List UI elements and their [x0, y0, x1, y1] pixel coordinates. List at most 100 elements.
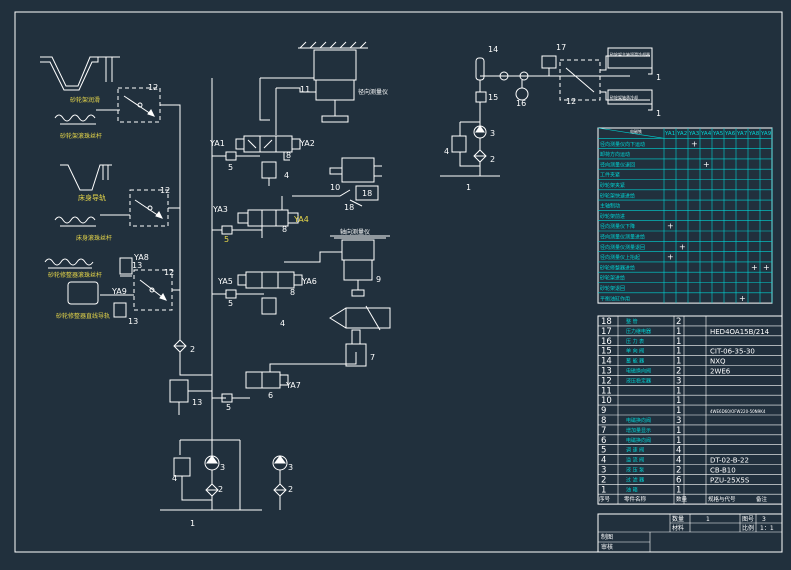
- action-row-label: 径向测量仪向下运动: [600, 141, 645, 148]
- parts-qty: 1: [676, 485, 681, 495]
- num-17: 17: [556, 43, 566, 52]
- num-12c: 12: [164, 268, 174, 277]
- action-row-label: 径向测量仪上抬起: [600, 254, 640, 261]
- action-row-label: 径向测量仪测量退回: [600, 244, 645, 251]
- label-bed-rail: 床身导轨: [78, 193, 106, 202]
- label-ya7: YA7: [285, 381, 301, 390]
- num-13b: 13: [128, 317, 138, 326]
- num-18b: 18: [344, 203, 354, 212]
- parts-qty: 1: [676, 327, 681, 337]
- label-ya1: YA1: [209, 139, 225, 148]
- parts-no: 8: [601, 416, 606, 426]
- num-10: 10: [330, 183, 340, 192]
- parts-name: 调 速 阀: [626, 447, 644, 454]
- screw-symbol-1: [54, 114, 96, 122]
- tb-checker-label: 审核: [601, 543, 613, 551]
- parts-header: 零件名称: [624, 495, 647, 503]
- parts-header: 备注: [756, 495, 768, 503]
- lube-box-bottom: [607, 89, 653, 105]
- tb-qty-value: 1: [706, 516, 710, 523]
- parts-no: 6: [601, 436, 606, 446]
- parts-qty: 2: [676, 367, 681, 377]
- parts-spec: HED4OA15B/214: [710, 328, 770, 336]
- num-1b: 1: [656, 73, 661, 82]
- parts-no: 18: [601, 317, 612, 327]
- parts-name: 整 管: [626, 318, 638, 325]
- num-2c: 2: [288, 485, 293, 494]
- label-ya9: YA9: [111, 287, 127, 296]
- action-col-ya2: YA2: [676, 131, 687, 137]
- parts-spec: 4WE6D60/OFW220-50N9K4: [710, 409, 766, 414]
- label-gauge-axial: 轴向测量仪: [340, 228, 370, 236]
- num-12a: 12: [148, 83, 158, 92]
- action-col-ya1: YA1: [664, 131, 675, 137]
- parts-name: 电磁换向阀: [626, 417, 651, 424]
- num-4d: 4: [444, 147, 449, 156]
- lube-box-top: [607, 47, 653, 69]
- num-2a: 2: [190, 345, 195, 354]
- parts-qty: 4: [676, 446, 681, 456]
- parts-name: 电磁换向阀: [626, 437, 651, 444]
- parts-qty: 2: [676, 317, 681, 327]
- tb-drafter-label: 制图: [601, 533, 613, 541]
- num-5b: 5: [224, 235, 229, 244]
- lube-box-bottom-text: 砂轮架轴承冷却: [610, 94, 638, 100]
- bed-rail-symbol: [60, 164, 112, 191]
- parts-spec: PZU-25X5S: [710, 476, 750, 484]
- label-dresser-screw: 砂轮修整器滚珠丝杆: [48, 271, 102, 279]
- parts-no: 15: [601, 347, 612, 357]
- directional-valve-ya7: [245, 371, 281, 389]
- num-14: 14: [488, 45, 498, 54]
- accumulator-14: [475, 57, 485, 81]
- parts-spec: NXQ: [710, 358, 726, 366]
- action-row-label: 卸荷方向运动: [600, 151, 630, 158]
- num-13a: 13: [132, 261, 142, 270]
- num-8c: 8: [290, 288, 295, 297]
- parts-no: 16: [601, 337, 612, 347]
- parts-no: 4: [601, 456, 606, 466]
- action-col-ya7: YA7: [736, 131, 748, 137]
- action-mark: +: [667, 222, 674, 231]
- action-col-ya9: YA9: [760, 131, 772, 137]
- num-4c: 4: [172, 474, 177, 483]
- label-ya4: YA4: [293, 215, 309, 224]
- lube-box-top-text: 砂轮架主轴润滑冷却器: [610, 51, 650, 57]
- parts-name: 压力继电器: [626, 328, 651, 335]
- action-mark: +: [691, 139, 698, 148]
- num-9: 9: [376, 275, 381, 284]
- action-mark: +: [679, 242, 686, 251]
- num-8a: 8: [286, 151, 291, 160]
- num-15: 15: [488, 93, 498, 102]
- num-3b: 3: [288, 463, 293, 472]
- action-row-label: 工件夹紧: [600, 172, 620, 179]
- action-col-ya8: YA8: [748, 131, 760, 137]
- num-4a: 4: [284, 171, 289, 180]
- parts-no: 1: [601, 485, 606, 495]
- parts-spec: DT-02-B-22: [710, 457, 749, 465]
- parts-qty: 1: [676, 396, 681, 406]
- label-ya8: YA8: [133, 253, 149, 262]
- parts-qty: 1: [676, 347, 681, 357]
- num-12d: 12: [566, 97, 576, 106]
- num-5a: 5: [228, 163, 233, 172]
- parts-spec: CB-B10: [710, 467, 736, 475]
- parts-no: 17: [601, 327, 612, 337]
- action-row-label: 砂轮架进给: [600, 275, 625, 282]
- num-3c: 3: [490, 129, 495, 138]
- tb-drawing-no-value: 3: [762, 516, 766, 523]
- parts-no: 10: [601, 396, 612, 406]
- parts-qty: 4: [676, 456, 681, 466]
- num-12b: 12: [160, 186, 170, 195]
- parts-name: 过 滤 器: [626, 476, 644, 483]
- label-gauge-radial: 径向测量仪: [358, 88, 388, 96]
- action-col-ya4: YA4: [700, 131, 712, 137]
- action-row-label: 径向测量仪测量进给: [600, 234, 645, 241]
- num-8b: 8: [282, 225, 287, 234]
- label-grind-screw: 砂轮架滚珠丝杆: [60, 132, 102, 140]
- action-table-header: 电磁铁: [630, 128, 642, 134]
- parts-qty: 3: [676, 376, 681, 386]
- parts-qty: 1: [676, 357, 681, 367]
- parts-spec: 2WE6: [710, 368, 731, 376]
- tb-material-label: 材料: [672, 524, 684, 532]
